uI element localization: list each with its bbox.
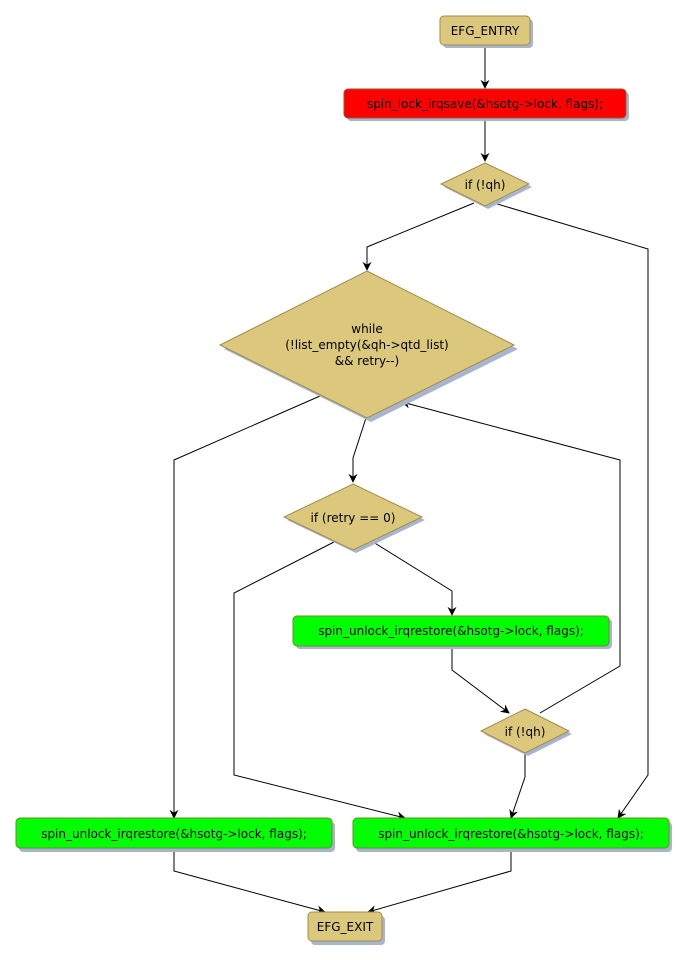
edges [169,46,649,915]
edge-if-retry-to-unlock-right [233,541,406,821]
edge-unlock-right-to-exit [367,848,512,915]
while-label-line-2: (!list_empty(&qh->qtd_list) [285,338,449,352]
node-if-retry[interactable]: if (retry == 0) [282,483,425,553]
if-qh-1-diamond [439,162,531,207]
node-entry[interactable]: EFG_ENTRY [439,15,533,48]
node-if-qh-1[interactable]: if (!qh) [439,162,532,209]
lock-box [343,88,627,119]
edge-if-qh-1-to-unlock-right [493,202,649,819]
edge-while-to-if-retry [348,417,367,483]
entry-box [439,15,531,46]
unlock-mid-label: spin_unlock_irqrestore(&hsotg->lock, fla… [318,624,584,638]
if-qh-2-diamond [479,708,571,754]
edge-while-to-unlock-left [169,395,321,819]
node-if-qh-2[interactable]: if (!qh) [479,708,572,756]
while-label-line-3: && retry--) [335,354,399,368]
entry-label: EFG_ENTRY [451,24,520,38]
exit-box [307,911,383,942]
while-label-line-1: while [351,322,382,336]
node-unlock-mid[interactable]: spin_unlock_irqrestore(&hsotg->lock, fla… [292,615,612,649]
lock-label: spin_lock_irqsave(&hsotg->lock, flags); [367,97,603,111]
edge-if-retry-to-unlock-mid [372,541,457,616]
node-unlock-right[interactable]: spin_unlock_irqrestore(&hsotg->lock, fla… [352,817,672,852]
unlock-left-label: spin_unlock_irqrestore(&hsotg->lock, fla… [41,827,307,841]
unlock-mid-box [292,615,610,647]
if-qh-2-label: if (!qh) [505,725,546,739]
edge-unlock-mid-to-if-qh-2 [451,647,510,714]
if-qh-1-label: if (!qh) [465,178,506,192]
if-retry-diamond [282,483,424,551]
while-diamond [218,270,516,419]
exit-label: EFG_EXIT [317,920,374,934]
edge-if-qh-2-to-while [401,399,621,714]
unlock-right-label: spin_unlock_irqrestore(&hsotg->lock, fla… [378,827,644,841]
unlock-left-box [15,817,333,849]
unlock-right-box [352,817,670,849]
node-while[interactable]: while (!list_empty(&qh->qtd_list) && ret… [218,270,518,422]
node-unlock-left[interactable]: spin_unlock_irqrestore(&hsotg->lock, fla… [15,817,335,852]
node-lock[interactable]: spin_lock_irqsave(&hsotg->lock, flags); [343,88,629,121]
edge-if-qh-2-to-unlock-right [509,753,526,819]
edge-unlock-left-to-exit [173,848,326,915]
edge-if-qh-1-to-while [362,202,475,271]
if-retry-label: if (retry == 0) [311,511,396,525]
node-exit[interactable]: EFG_EXIT [307,911,385,945]
